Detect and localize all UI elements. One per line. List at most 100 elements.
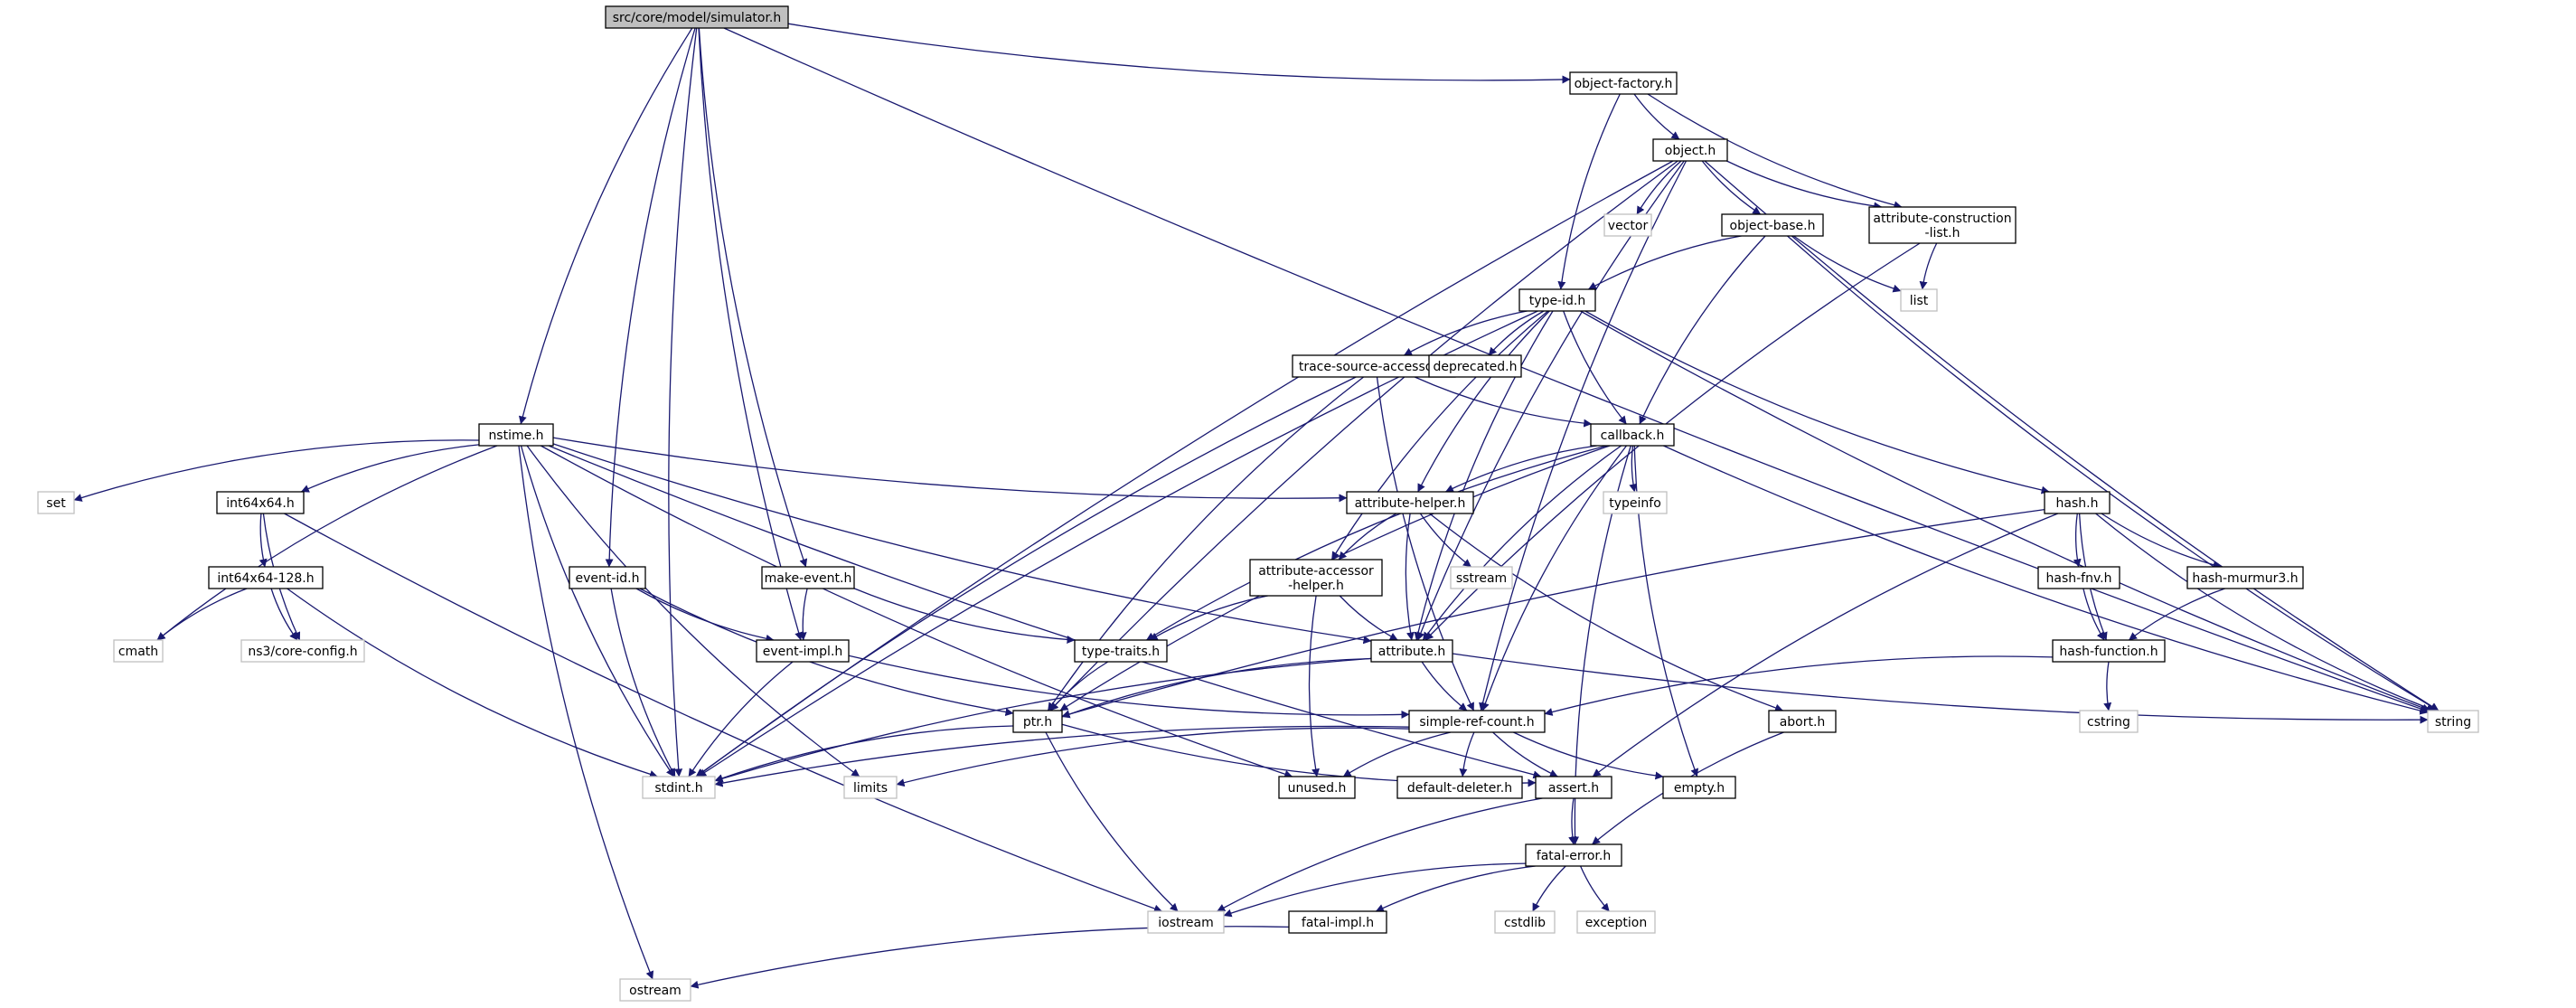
node-label: cstdlib — [1504, 916, 1546, 930]
node-callback-h[interactable]: callback.h — [1590, 423, 1675, 447]
node-box — [1603, 213, 1652, 237]
node-box — [619, 978, 691, 1002]
node-empty-h[interactable]: empty.h — [1662, 776, 1736, 799]
node-box — [2186, 566, 2304, 589]
node-label: attribute.h — [1378, 645, 1445, 659]
node-attribute-h[interactable]: attribute.h — [1370, 639, 1453, 663]
edge-int64x64-128-h-to-stdint-h — [287, 588, 658, 778]
edge-simple-ref-count-h-to-limits — [896, 727, 1410, 787]
node-event-id-h[interactable]: event-id.h — [569, 566, 646, 589]
edge-object-h-to-string — [1704, 160, 2440, 711]
edge-callback-h-to-attribute-helper-h — [1444, 445, 1597, 493]
node-label: ns3/core-config.h — [248, 645, 357, 659]
node-cstring: cstring — [2079, 710, 2139, 733]
edge-simulator-h-to-event-id-h — [605, 27, 696, 568]
edge-nstime-h-to-attribute-helper-h — [552, 437, 1348, 503]
node-sstream: sstream — [1450, 566, 1513, 589]
node-hash-h[interactable]: hash.h — [2044, 491, 2111, 514]
node-object-factory-h[interactable]: object-factory.h — [1569, 71, 1678, 95]
node-box — [240, 639, 365, 663]
node-abort-h[interactable]: abort.h — [1768, 710, 1837, 733]
edge-nstime-h-to-limits — [526, 445, 860, 777]
edge-object-h-to-vector — [1636, 160, 1682, 215]
node-event-impl-h[interactable]: event-impl.h — [756, 639, 850, 663]
node-int64x64-h[interactable]: int64x64.h — [216, 491, 305, 514]
node-iostream: iostream — [1147, 910, 1225, 934]
node-assert-h[interactable]: assert.h — [1535, 776, 1612, 799]
edge-callback-h-to-simple-ref-count-h — [1481, 445, 1628, 711]
node-make-event-h[interactable]: make-event.h — [761, 566, 855, 589]
edge-type-id-h-to-callback-h — [1563, 310, 1627, 425]
node-label: int64x64-128.h — [217, 571, 314, 586]
edge-nstime-h-to-ostream — [518, 445, 654, 980]
node-deprecated-h[interactable]: deprecated.h — [1428, 354, 1522, 378]
node-attribute-helper-h[interactable]: attribute-helper.h — [1346, 491, 1474, 514]
edge-attribute-construction-list-h-to-list — [1919, 242, 1938, 290]
edge-object-factory-h-to-type-id-h — [1557, 93, 1621, 290]
node-type-id-h[interactable]: type-id.h — [1518, 288, 1596, 312]
node-box — [1868, 206, 2017, 244]
edge-hash-function-h-to-simple-ref-count-h — [1544, 655, 2054, 716]
node-box — [1535, 776, 1612, 799]
node-box — [1603, 491, 1668, 514]
node-ptr-h[interactable]: ptr.h — [1012, 710, 1063, 733]
edge-attribute-helper-h-to-sstream — [1419, 513, 1471, 568]
edge-attribute-accessor-helper-h-to-type-traits-h — [1149, 595, 1268, 641]
edge-hash-h-to-assert-h — [1592, 513, 2059, 777]
node-label: trace-source-accessor.h — [1299, 360, 1449, 374]
node-object-h[interactable]: object.h — [1652, 138, 1728, 162]
node-label: limits — [853, 781, 888, 796]
edge-hash-h-to-ptr-h — [1061, 508, 2045, 719]
edge-object-base-h-to-callback-h — [1639, 235, 1766, 425]
node-box — [1450, 566, 1513, 589]
node-box — [605, 5, 789, 29]
edge-attribute-h-to-stdint-h — [714, 657, 1372, 783]
node-int64x64-128-h[interactable]: int64x64-128.h — [208, 566, 324, 589]
node-label: src/core/model/simulator.h — [613, 11, 782, 25]
node-box — [216, 491, 305, 514]
edge-attribute-helper-h-to-abort-h — [1429, 513, 1783, 712]
edge-attribute-helper-h-to-attribute-accessor-helper-h — [1338, 513, 1397, 561]
node-box — [1662, 776, 1736, 799]
node-label: nstime.h — [488, 429, 543, 443]
node-simple-ref-count-h[interactable]: simple-ref-count.h — [1408, 710, 1546, 733]
node-label: unused.h — [1288, 781, 1347, 796]
node-label: cmath — [118, 645, 158, 659]
node-label: hash.h — [2056, 496, 2099, 511]
edge-int64x64-h-to-iostream — [284, 513, 1162, 913]
node-fatal-impl-h[interactable]: fatal-impl.h — [1288, 910, 1387, 934]
node-nstime-h[interactable]: nstime.h — [478, 423, 554, 447]
node-box — [756, 639, 850, 663]
edge-fatal-impl-h-to-ostream — [690, 926, 1290, 989]
edge-int64x64-h-to-int64x64-128-h — [259, 513, 268, 568]
node-attribute-construction-list-h[interactable]: attribute-construction-list.h — [1868, 206, 2017, 244]
node-hash-murmur3-h[interactable]: hash-murmur3.h — [2186, 566, 2304, 589]
node-label: hash-murmur3.h — [2192, 571, 2298, 586]
edge-fatal-error-h-to-iostream — [1223, 862, 1527, 918]
node-attribute-accessor-helper-h[interactable]: attribute-accessor-helper.h — [1249, 559, 1383, 597]
node-box — [1147, 910, 1225, 934]
node-label: default-deleter.h — [1407, 781, 1512, 796]
node-exception: exception — [1576, 910, 1656, 934]
node-label: event-impl.h — [763, 645, 843, 659]
node-box — [1249, 559, 1383, 597]
node-type-traits-h[interactable]: type-traits.h — [1074, 639, 1168, 663]
node-hash-function-h[interactable]: hash-function.h — [2052, 639, 2166, 663]
node-object-base-h[interactable]: object-base.h — [1721, 213, 1824, 237]
edge-object-factory-h-to-object-h — [1633, 93, 1680, 140]
node-default-deleter-h[interactable]: default-deleter.h — [1396, 776, 1523, 799]
node-trace-source-accessor-h[interactable]: trace-source-accessor.h — [1292, 354, 1456, 378]
node-label: deprecated.h — [1433, 360, 1517, 374]
node-simulator-h[interactable]: src/core/model/simulator.h — [605, 5, 789, 29]
node-unused-h[interactable]: unused.h — [1278, 776, 1356, 799]
node-hash-fnv-h[interactable]: hash-fnv.h — [2037, 566, 2120, 589]
edge-nstime-h-to-unused-h — [540, 445, 1293, 778]
node-fatal-error-h[interactable]: fatal-error.h — [1525, 843, 1622, 867]
node-list: list — [1900, 288, 1938, 312]
edge-hash-h-to-string — [2095, 513, 2435, 712]
node-label: simple-ref-count.h — [1419, 715, 1534, 730]
edge-simulator-h-to-string — [723, 27, 2429, 713]
edge-make-event-h-to-type-traits-h — [853, 588, 1076, 644]
node-box — [1408, 710, 1546, 733]
edge-object-h-to-attribute-construction-list-h — [1726, 160, 1883, 211]
